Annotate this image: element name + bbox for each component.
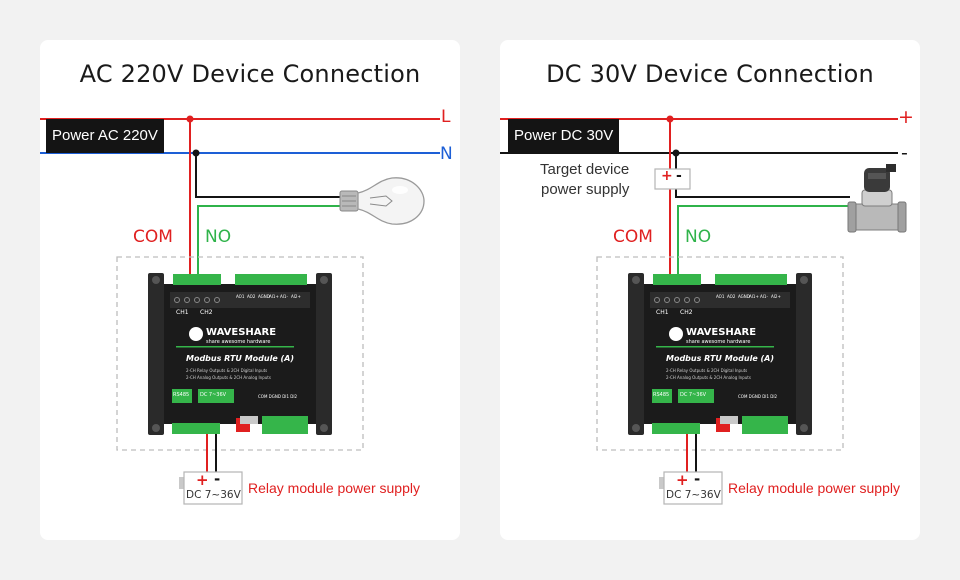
top-pin-label: AGND (738, 294, 750, 299)
rs485-label: RS485 (653, 392, 670, 398)
relay-module (628, 273, 812, 435)
rs485-terminal (172, 389, 192, 403)
top-pin-label: AGND (258, 294, 270, 299)
top-pin-label: AO1 (716, 294, 725, 299)
battery-tip (659, 477, 665, 489)
panel-title: DC 30V Device Connection (546, 60, 874, 88)
power-label: Power AC 220V (46, 119, 164, 153)
target-minus: - (676, 168, 682, 184)
module-desc: 2-CH Analog Outputs & 2CH Analog Inputs (186, 375, 271, 380)
module-outline (116, 256, 364, 451)
brand-tagline: share awesome hardware (206, 339, 271, 345)
module-desc: 2-CH Analog Outputs & 2CH Analog Inputs (666, 375, 751, 380)
analog-terminal-block (715, 274, 787, 285)
supply-plus: + (196, 471, 209, 489)
no-label: NO (205, 227, 232, 247)
negative-to-valve-wire (675, 153, 850, 198)
relay-power-supply (183, 471, 243, 505)
brand-tagline: share awesome hardware (686, 339, 751, 345)
supply-plus: + (676, 471, 689, 489)
dc-input-label: DC 7~36V (680, 392, 707, 398)
no-wire (677, 205, 850, 276)
target-supply-label: Target device (540, 161, 630, 178)
battery-tip (179, 477, 185, 489)
brand-logo: WAVESHARE (686, 327, 757, 338)
com-label: COM (613, 227, 653, 247)
light-bulb-icon (339, 177, 425, 225)
wiring-diagram (500, 115, 907, 505)
target-supply-box (654, 168, 691, 190)
module-desc: 2-CH Relay Outputs & 2CH Digital Inputs (186, 368, 268, 373)
ch1-label: CH1 (656, 309, 669, 316)
wiring-diagram (40, 115, 440, 505)
module-desc: 2-CH Relay Outputs & 2CH Digital Inputs (666, 368, 748, 373)
top-pin-label: AO1 (236, 294, 245, 299)
ch2-label: CH2 (200, 309, 213, 316)
ch1-label: CH1 (176, 309, 189, 316)
ch2-label: CH2 (680, 309, 693, 316)
relay-module (148, 273, 332, 435)
target-plus: + (661, 168, 673, 184)
neutral-label: N (440, 144, 453, 164)
ac-connection-panel: AC 220V Device Connection (40, 40, 460, 540)
top-pin-label: AO2 (247, 294, 256, 299)
relay-terminal-block (653, 274, 701, 285)
top-pin-label: AI2+ (771, 294, 781, 299)
bottom-pins-label: COM DGND DI1 DI2 (258, 394, 298, 399)
top-pin-label: AO2 (727, 294, 736, 299)
bottom-pins-label: COM DGND DI1 DI2 (738, 394, 778, 399)
no-label: NO (685, 227, 712, 247)
solenoid-valve-icon (847, 164, 907, 233)
rs485-label: RS485 (173, 392, 190, 398)
supply-minus: - (214, 470, 221, 488)
module-outline (596, 256, 844, 451)
power-label: Power DC 30V (508, 119, 620, 153)
analog-terminal-block (235, 274, 307, 285)
supply-minus: - (694, 470, 701, 488)
supply-voltage: DC 7~36V (186, 489, 241, 501)
neutral-to-bulb-wire (195, 153, 340, 198)
live-label: L (441, 107, 451, 127)
supply-voltage: DC 7~36V (666, 489, 721, 501)
module-name: Modbus RTU Module (A) (666, 354, 775, 363)
no-wire (197, 205, 340, 276)
top-pin-label: AI1+ (269, 294, 279, 299)
target-supply-label: power supply (541, 181, 630, 198)
supply-caption: Relay module power supply (728, 480, 900, 496)
com-label: COM (133, 227, 173, 247)
dc-input-label: DC 7~36V (200, 392, 227, 398)
module-name: Modbus RTU Module (A) (186, 354, 295, 363)
power-terminal (198, 389, 234, 403)
power-terminal (678, 389, 714, 403)
negative-label: - (901, 142, 908, 164)
top-pin-label: AI1- (280, 294, 288, 299)
positive-label: + (898, 106, 914, 128)
supply-caption: Relay module power supply (248, 480, 420, 496)
rs485-terminal (652, 389, 672, 403)
top-pin-label: AI1- (760, 294, 768, 299)
relay-terminal-block (173, 274, 221, 285)
top-pin-label: AI1+ (749, 294, 759, 299)
relay-power-supply (663, 471, 723, 505)
brand-logo: WAVESHARE (206, 327, 277, 338)
dc-connection-panel: DC 30V Device Connection (500, 40, 920, 540)
top-pin-label: AI2+ (291, 294, 301, 299)
panel-title: AC 220V Device Connection (79, 60, 421, 88)
